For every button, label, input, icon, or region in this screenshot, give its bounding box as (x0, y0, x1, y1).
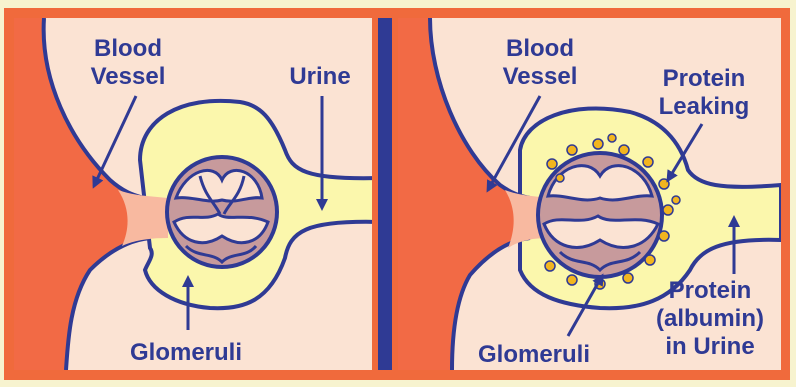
label-blood-vessel-line2: Vessel (91, 63, 166, 90)
label-protein-in-urine-line2: (albumin) (656, 305, 764, 332)
label-glomeruli: Glomeruli (130, 339, 242, 366)
label-blood-vessel-line1: Blood (94, 35, 162, 62)
glomerulus (538, 153, 662, 277)
label-glomeruli: Glomeruli (478, 341, 590, 368)
label-protein-leaking-line1: Protein (663, 65, 746, 92)
glomerulus (167, 157, 277, 267)
label-protein-in-urine-line3: in Urine (665, 333, 754, 360)
label-protein-leaking-line2: Leaking (659, 93, 750, 120)
label-blood-vessel-line2: Vessel (503, 63, 578, 90)
label-protein-in-urine-line1: Protein (669, 277, 752, 304)
label-blood-vessel-line1: Blood (506, 35, 574, 62)
panel-divider (378, 18, 392, 370)
label-urine: Urine (289, 63, 350, 90)
